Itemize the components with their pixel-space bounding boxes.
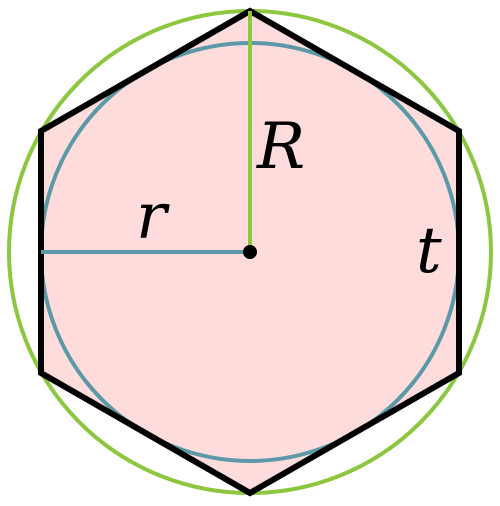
label-inradius: r [136,180,170,254]
center-point [243,245,257,259]
hexagon-outline [38,7,462,497]
label-side: t [416,214,442,288]
label-circumradius: R [256,110,305,184]
